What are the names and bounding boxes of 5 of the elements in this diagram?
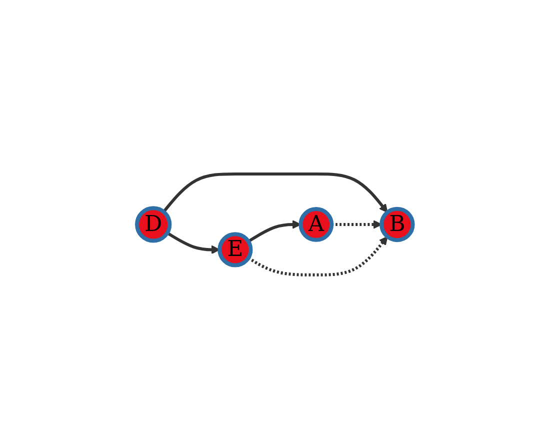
node-circle: A	[298, 206, 334, 242]
arrow	[162, 172, 388, 212]
node-circle: D	[135, 206, 172, 242]
node-circle: E	[218, 232, 253, 267]
node-circle: B	[380, 206, 415, 242]
